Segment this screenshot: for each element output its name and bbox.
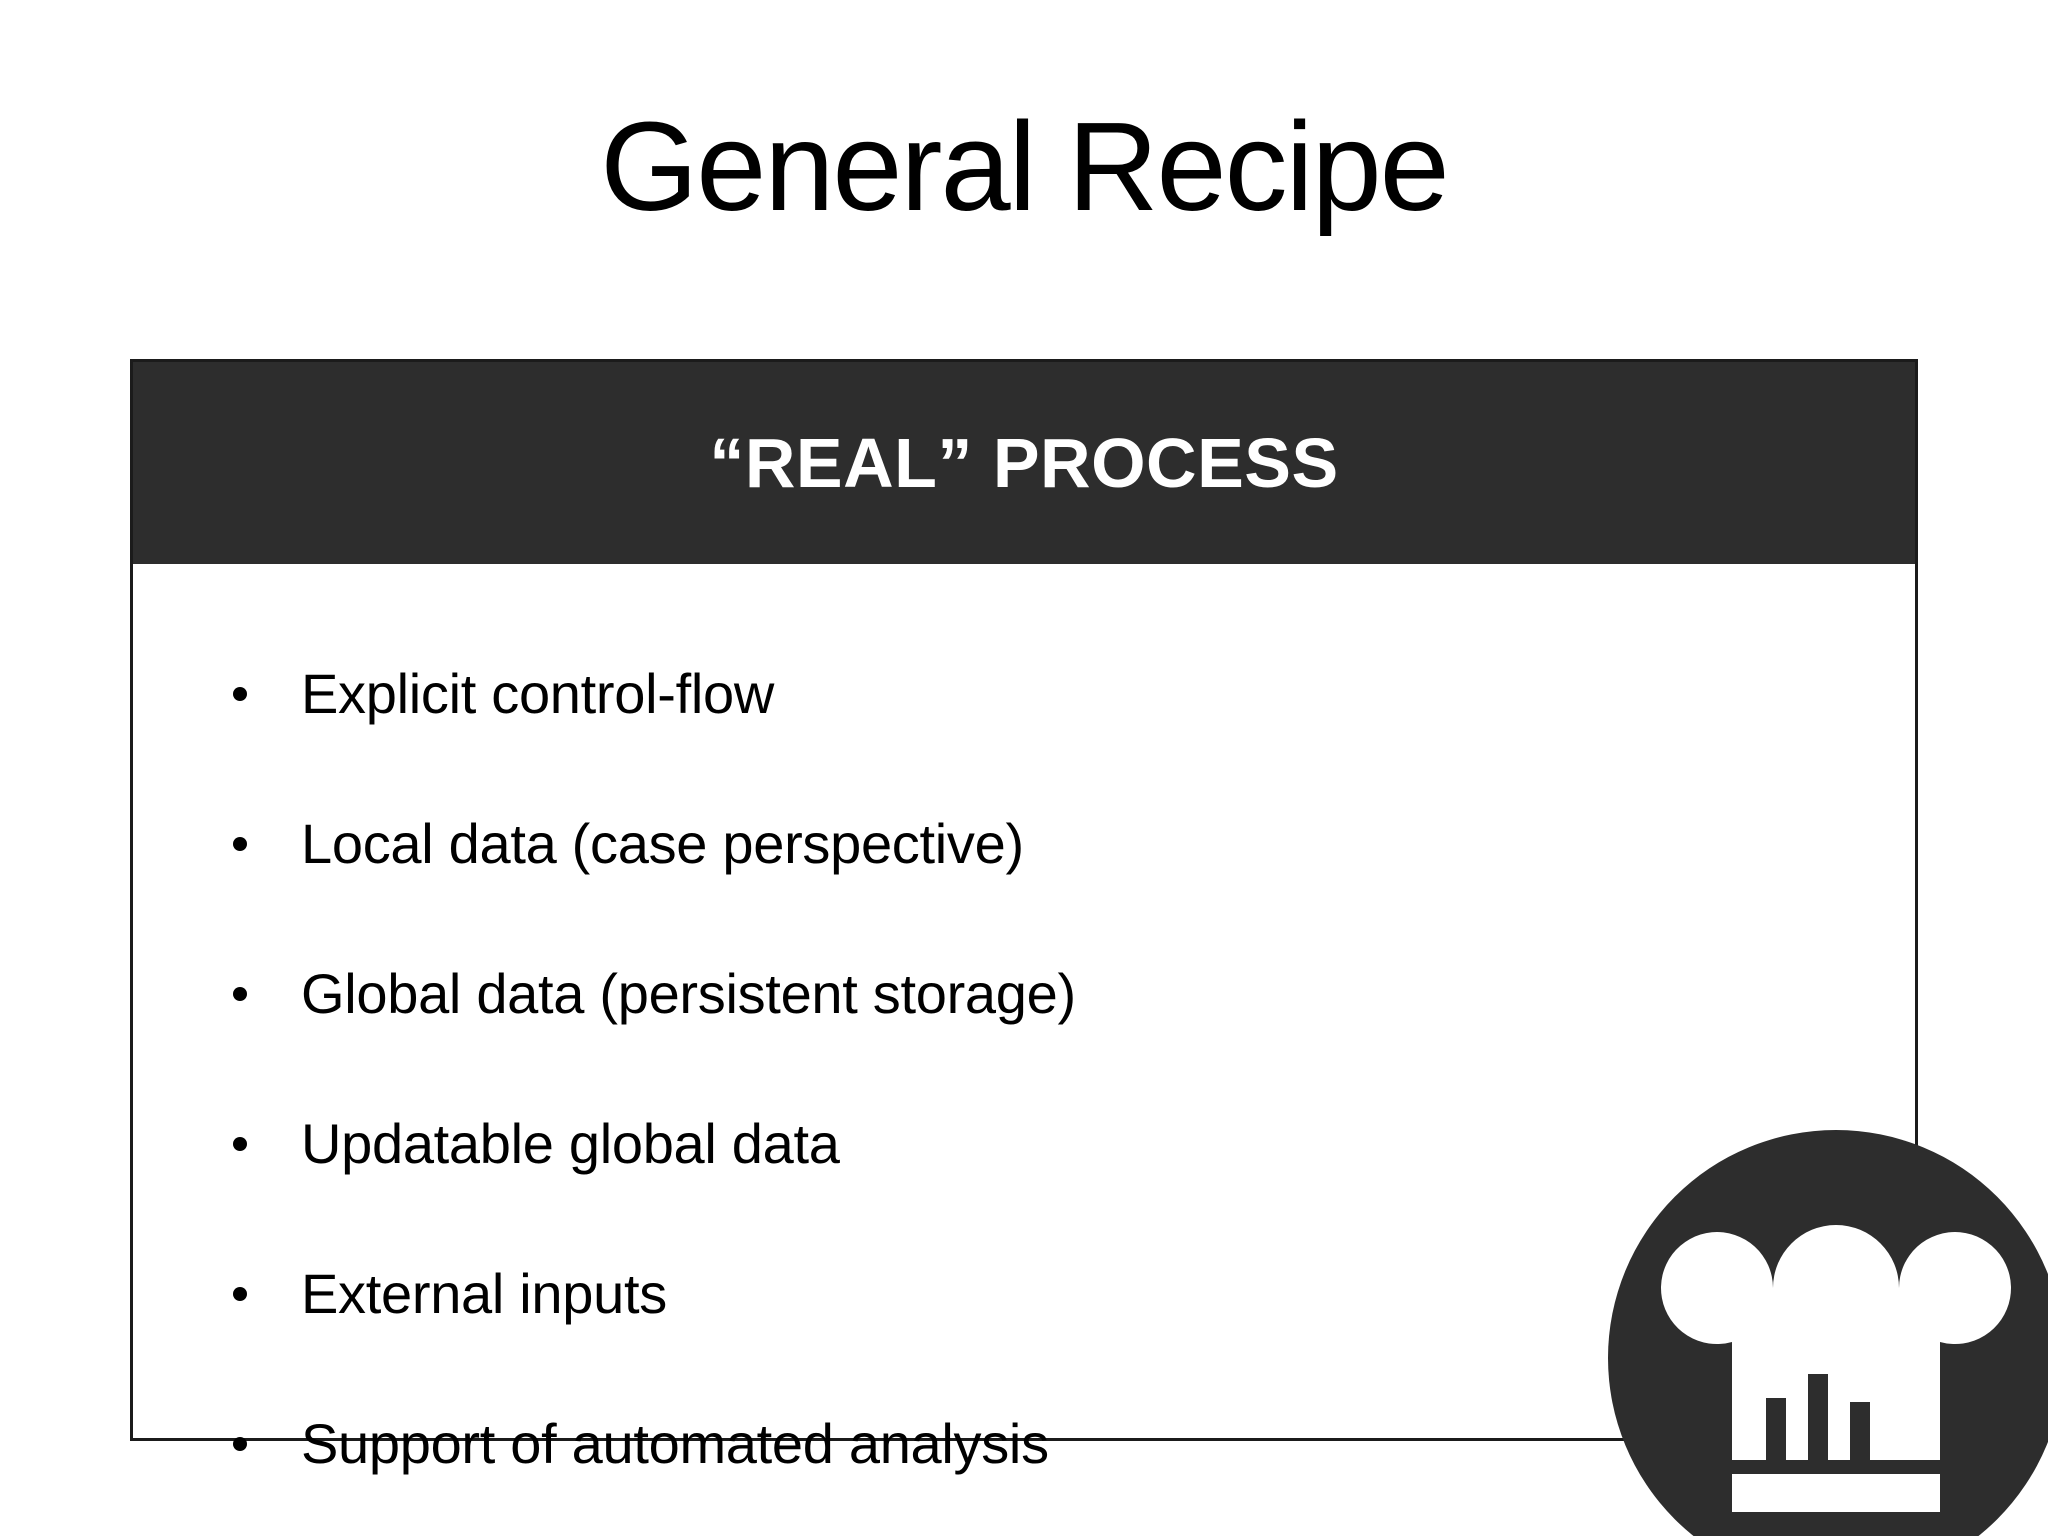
list-item-label: Local data (case perspective) xyxy=(301,812,1024,876)
list-item-label: External inputs xyxy=(301,1262,667,1326)
bullet-dot-icon xyxy=(233,1287,247,1301)
process-box: “REAL” PROCESS Explicit control-flow Loc… xyxy=(130,359,1918,1474)
list-item-label: Explicit control-flow xyxy=(301,662,774,726)
bullet-dot-icon xyxy=(233,1137,247,1151)
list-item: Support of automated analysis xyxy=(133,1369,1915,1519)
bullet-dot-icon xyxy=(233,1437,247,1451)
list-item: Local data (case perspective) xyxy=(133,769,1915,919)
page-title: General Recipe xyxy=(600,96,1449,237)
process-box-header-title: “REAL” PROCESS xyxy=(709,424,1339,502)
bullet-dot-icon xyxy=(233,687,247,701)
bullet-dot-icon xyxy=(233,987,247,1001)
list-item-label: Support of automated analysis xyxy=(301,1412,1049,1476)
process-box-header: “REAL” PROCESS xyxy=(133,362,1915,564)
list-item: Explicit control-flow xyxy=(133,619,1915,769)
process-requirements-list: Explicit control-flow Local data (case p… xyxy=(133,564,1915,1519)
list-item-label: Updatable global data xyxy=(301,1112,840,1176)
list-item: Global data (persistent storage) xyxy=(133,919,1915,1069)
list-item: Updatable global data xyxy=(133,1069,1915,1219)
bullet-dot-icon xyxy=(233,837,247,851)
list-item: External inputs xyxy=(133,1219,1915,1369)
list-item-label: Global data (persistent storage) xyxy=(301,962,1076,1026)
